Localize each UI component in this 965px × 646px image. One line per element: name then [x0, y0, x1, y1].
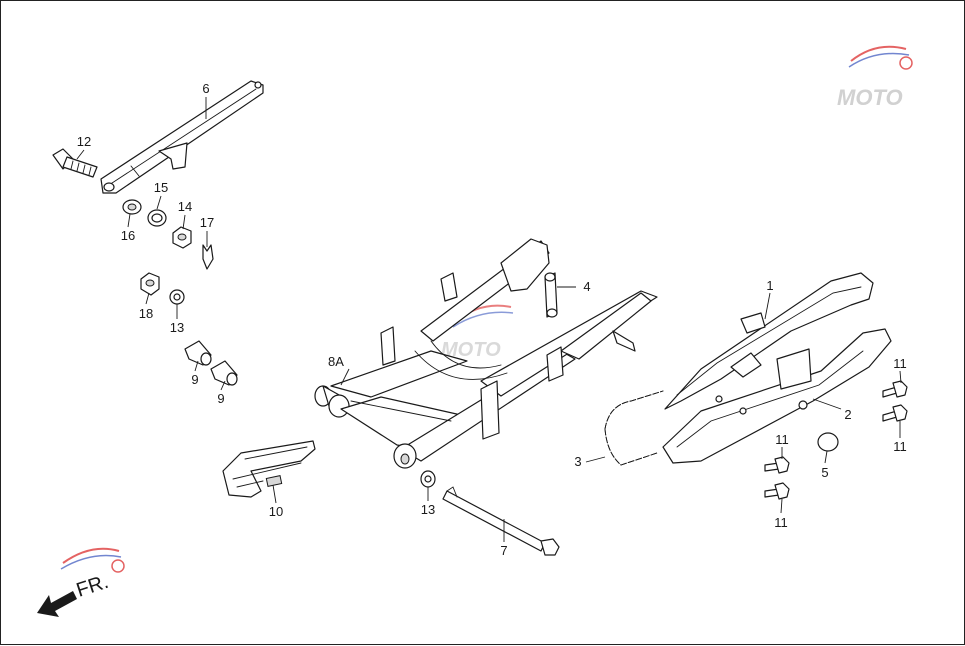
- leader-lines: [76, 97, 902, 542]
- part-6-stay-bracket[interactable]: [100, 80, 264, 194]
- part-7-axle-bolt[interactable]: [442, 486, 560, 556]
- part-11-bolt-c[interactable]: [764, 456, 790, 474]
- callout-17: 17: [200, 215, 214, 230]
- callout-labels: 1 2 3 4 5 6 7 8A 9 9 10 11 11 11 11 12 1…: [77, 81, 907, 558]
- part-15-washer[interactable]: [147, 209, 167, 227]
- watermark-logo-top: MOTO: [837, 45, 913, 110]
- callout-11-d: 11: [774, 515, 788, 530]
- part-14-nut[interactable]: [172, 226, 192, 249]
- part-9-bushing-a[interactable]: [184, 340, 212, 366]
- callout-8a: 8A: [328, 354, 344, 369]
- callout-7: 7: [500, 543, 507, 558]
- part-12-bolt[interactable]: [52, 148, 98, 178]
- callout-12: 12: [77, 134, 91, 149]
- part-13-washer-lower[interactable]: [420, 470, 436, 488]
- callout-13-a: 13: [170, 320, 184, 335]
- callout-11-b: 11: [893, 439, 907, 454]
- callout-9-b: 9: [217, 391, 224, 406]
- callout-14: 14: [178, 199, 192, 214]
- part-2-chain-guard-lower[interactable]: [662, 328, 892, 464]
- part-13-washer-upper[interactable]: [169, 289, 185, 305]
- part-16-collar[interactable]: [122, 199, 142, 215]
- part-11-bolt-d[interactable]: [764, 482, 790, 500]
- front-arrow-icon: [37, 591, 77, 617]
- callout-13-b: 13: [421, 502, 435, 517]
- callout-2: 2: [844, 407, 851, 422]
- part-11-bolt-a[interactable]: [882, 380, 908, 398]
- part-9-bushing-b[interactable]: [210, 360, 238, 386]
- part-5-cap[interactable]: [817, 432, 839, 452]
- callout-11-c: 11: [775, 432, 789, 447]
- front-direction-label: FR.: [74, 571, 111, 602]
- callout-11-a: 11: [893, 356, 907, 371]
- part-4-link[interactable]: [544, 272, 558, 318]
- watermark-text-center: MOTO: [441, 339, 501, 361]
- watermark-text-top: MOTO: [837, 85, 903, 110]
- callout-4: 4: [583, 279, 590, 294]
- part-1-chain-guard-upper[interactable]: [664, 272, 874, 410]
- front-direction-indicator: FR.: [37, 571, 111, 617]
- callout-16: 16: [121, 228, 135, 243]
- callout-6: 6: [202, 81, 209, 96]
- callout-3: 3: [574, 454, 581, 469]
- watermark-logo-center: MOTO: [441, 304, 514, 361]
- callout-9-a: 9: [191, 372, 198, 387]
- part-10-chain-slider[interactable]: [222, 440, 316, 498]
- callout-5: 5: [821, 465, 828, 480]
- callout-1: 1: [766, 278, 773, 293]
- callout-10: 10: [269, 504, 283, 519]
- part-11-bolt-b[interactable]: [882, 404, 908, 422]
- watermark-logo-bottom: [60, 547, 125, 573]
- part-17-cotter-pin[interactable]: [202, 244, 214, 270]
- callout-18: 18: [139, 306, 153, 321]
- part-18-nut[interactable]: [140, 272, 160, 296]
- part-8a-swing-arm[interactable]: [314, 238, 658, 469]
- callout-15: 15: [154, 180, 168, 195]
- part-3-drive-chain[interactable]: [604, 390, 664, 466]
